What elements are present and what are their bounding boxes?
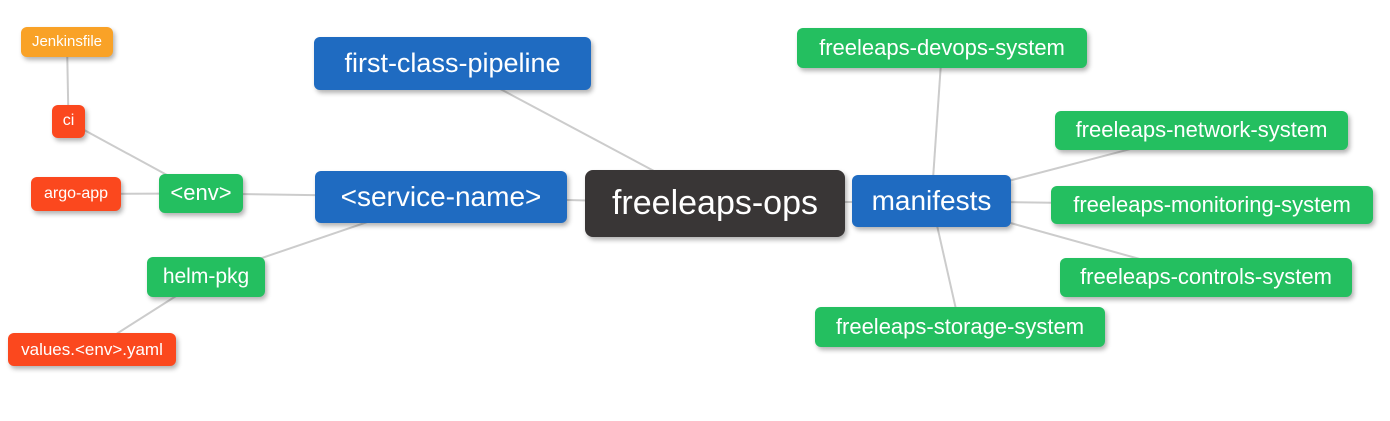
node-helm-pkg[interactable]: helm-pkg [147,257,265,297]
node-values-env-yaml[interactable]: values.<env>.yaml [8,333,176,366]
node-freeleaps-controls-system[interactable]: freeleaps-controls-system [1060,258,1352,297]
node-first-class-pipeline[interactable]: first-class-pipeline [314,37,591,90]
node-label: first-class-pipeline [344,47,561,78]
node-freeleaps-storage-system[interactable]: freeleaps-storage-system [815,307,1105,347]
node-ci[interactable]: ci [52,105,85,138]
node-freeleaps-network-system[interactable]: freeleaps-network-system [1055,111,1348,150]
node-label: freeleaps-ops [611,184,818,222]
node-label: freeleaps-storage-system [835,313,1085,339]
node-label: freeleaps-controls-system [1080,264,1332,289]
node-label: freeleaps-monitoring-system [1073,191,1351,217]
node-label: manifests [871,184,992,216]
node-manifests[interactable]: manifests [852,175,1011,227]
node-freeleaps-monitoring-system[interactable]: freeleaps-monitoring-system [1051,186,1373,224]
node-label: Jenkinsfile [31,33,103,50]
node-jenkinsfile[interactable]: Jenkinsfile [21,27,113,57]
node-freeleaps-devops-system[interactable]: freeleaps-devops-system [797,28,1087,68]
node-label: freeleaps-network-system [1075,117,1328,142]
node-label: <service-name> [340,180,542,212]
node-service-name[interactable]: <service-name> [315,171,567,223]
node-label: helm-pkg [162,265,250,288]
node-label: values.<env>.yaml [21,339,163,359]
node-label: <env> [170,180,232,205]
node-env[interactable]: <env> [159,174,243,213]
node-label: freeleaps-devops-system [819,34,1065,60]
node-argo-app[interactable]: argo-app [31,177,121,211]
node-freeleaps-ops[interactable]: freeleaps-ops [585,170,845,237]
node-label: ci [62,112,75,129]
node-label: argo-app [43,184,109,202]
